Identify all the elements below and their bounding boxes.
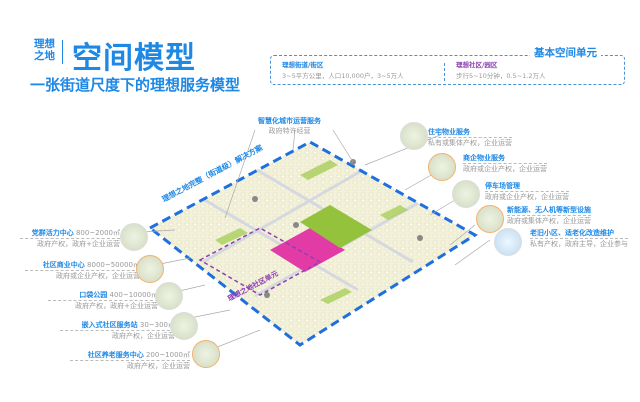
brand-label: 理想之地: [34, 38, 55, 62]
left-callout: 社区商业中心 8000~50000㎡ 政府或企业产权，企业运营: [25, 260, 140, 281]
callout-name: 停车场管理: [485, 182, 520, 190]
callout-name: 商企物业服务: [463, 154, 505, 162]
unit-divider: [444, 63, 445, 81]
left-callout: 社区养老服务中心 200~1000㎡ 政府产权，企业运营: [70, 350, 190, 371]
commercial-property-thumbnail: [428, 153, 456, 181]
callout-size: 30~300㎡: [139, 321, 175, 329]
space-unit-title: 基本空间单元: [530, 45, 601, 60]
callout-name: 口袋公园: [79, 291, 108, 299]
leader-lines: [139, 129, 491, 351]
new-energy-thumbnail: [476, 205, 504, 233]
callout-desc: 政府产权，政府+企业运营: [48, 300, 158, 311]
callout-desc: 政府产权，企业运营: [70, 360, 190, 371]
street-boundary: [147, 140, 478, 347]
callout-desc: 政府或企业产权，企业运营: [25, 270, 140, 281]
callout-size: 200~1000㎡: [145, 351, 190, 359]
callout-name: 智慧化城市运营服务: [258, 117, 321, 125]
callout-size: 800~2000㎡: [75, 229, 120, 237]
commercial-center-thumbnail: [136, 255, 164, 283]
left-callout: 嵌入式社区服务站 30~300㎡ 政府产权，企业运营: [60, 320, 175, 341]
callout-name: 党群活力中心: [31, 229, 74, 237]
right-callout: 商企物业服务 政府或企业产权，企业运营: [463, 153, 547, 174]
callout-name: 嵌入式社区服务站: [81, 321, 138, 329]
parking-thumbnail: [452, 180, 480, 208]
pocket-park-thumbnail: [155, 282, 183, 310]
party-center-thumbnail: [120, 223, 148, 251]
right-callout: 住宅物业服务 私有或集体产权，企业运营: [428, 127, 512, 148]
right-callout: 老旧小区、适老化改造维护 私有产权，政府主导，企业参与: [530, 228, 628, 249]
callout-name: 新能源、无人机等新型设施: [507, 206, 591, 214]
street-unit-name: 理想街道/街区: [282, 61, 324, 69]
community-unit-name: 理想社区/园区: [456, 61, 498, 69]
callout-size: 8000~50000㎡: [87, 261, 140, 269]
community-boundary: [198, 227, 322, 296]
space-unit-box: [270, 55, 625, 85]
central-park: [300, 205, 372, 248]
elderly-center-thumbnail: [192, 340, 220, 368]
green-spaces: [215, 160, 408, 304]
page-title: 空间模型: [72, 41, 196, 76]
divider: [62, 40, 63, 64]
callout-desc: 政府或企业产权，企业运营: [485, 191, 569, 201]
callout-size: 400~10000㎡: [109, 291, 159, 299]
community-unit: 理想社区/园区 步行5~10分钟，0.5~1.2万人: [456, 60, 545, 82]
left-callout: 口袋公园 400~10000㎡ 政府产权，政府+企业运营: [48, 290, 158, 311]
callout-desc: 私有产权，政府主导，企业参与: [530, 238, 628, 248]
left-callout: 党群活力中心 800~2000㎡ 政府产权，政府+企业运营: [20, 228, 120, 249]
right-callout: 停车场管理 政府或企业产权，企业运营: [485, 181, 569, 202]
residential-property-thumbnail: [400, 122, 428, 150]
callout-desc: 政府产权，企业运营: [60, 330, 175, 341]
community-unit-desc: 步行5~10分钟，0.5~1.2万人: [456, 72, 546, 80]
page-subtitle: 一张街道尺度下的理想服务模型: [30, 76, 241, 94]
callout-desc: 私有或集体产权，企业运营: [428, 137, 512, 147]
callout-name: 老旧小区、适老化改造维护: [530, 229, 614, 237]
service-station-thumbnail: [170, 312, 198, 340]
callout-name: 社区商业中心: [42, 261, 85, 269]
callout-desc: 政府或企业产权，企业运营: [463, 163, 547, 173]
callout-name: 社区养老服务中心: [87, 351, 144, 359]
right-callout: 新能源、无人机等新型设施 政府或集体产权，企业运营: [507, 205, 591, 226]
old-community-thumbnail: [494, 228, 522, 256]
callout-desc: 政府产权，政府+企业运营: [20, 238, 120, 249]
callout-desc: 政府特许经营: [268, 127, 311, 135]
top-callout: 智慧化城市运营服务 政府特许经营: [258, 116, 321, 136]
callout-desc: 政府或集体产权，企业运营: [507, 215, 591, 225]
street-unit: 理想街道/街区 3~5平方公里，人口10,000户，3~5万人: [282, 60, 404, 82]
street-unit-desc: 3~5平方公里，人口10,000户，3~5万人: [282, 72, 404, 80]
callout-name: 住宅物业服务: [428, 128, 470, 136]
